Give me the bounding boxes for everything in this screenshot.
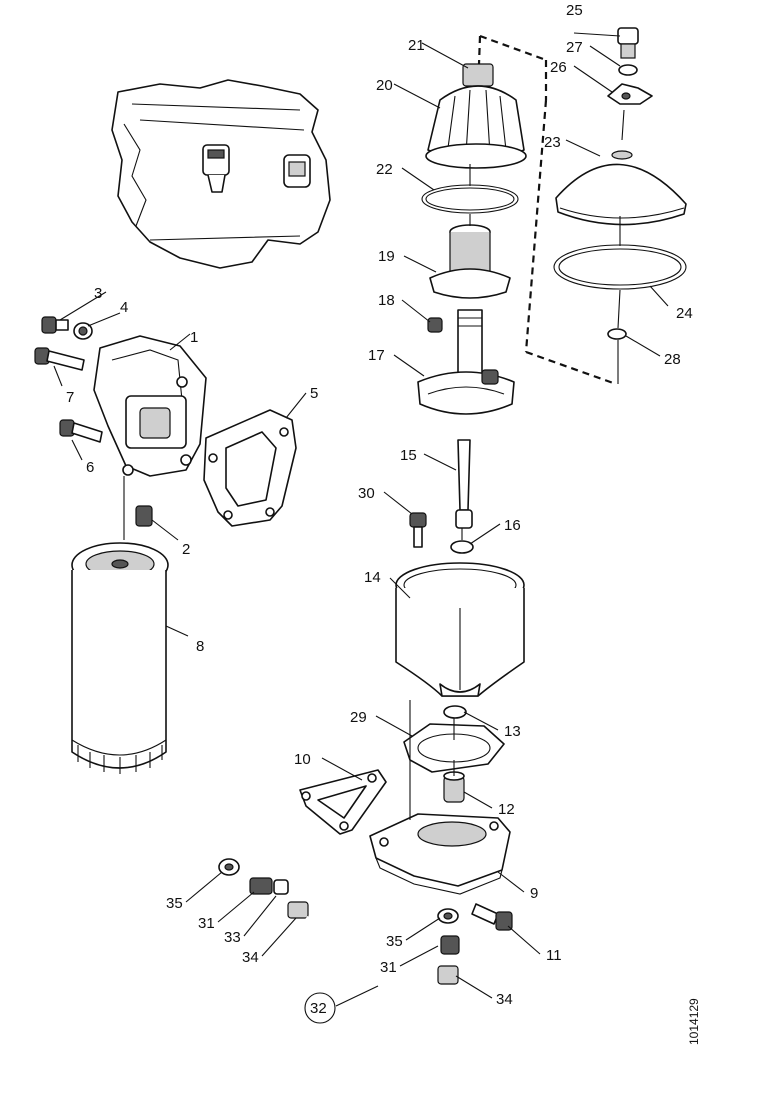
- gasket-29-part: [403, 723, 505, 773]
- callout-23: 23: [544, 134, 561, 151]
- filter-bracket-part: [93, 335, 207, 477]
- callout-32-circle: [304, 992, 336, 1024]
- callout-19: 19: [378, 248, 395, 265]
- callout-30: 30: [358, 485, 375, 502]
- washer-4-part: [73, 322, 93, 340]
- cover-20-part: [425, 85, 527, 169]
- washer-35-left-part: [218, 858, 240, 876]
- callout-6: 6: [86, 459, 94, 476]
- housing-9-part: [369, 813, 511, 895]
- callout-10: 10: [294, 751, 311, 768]
- callout-34-left: 34: [242, 949, 259, 966]
- callout-31-right: 31: [380, 959, 397, 976]
- engine-overview-illustration: [111, 79, 331, 269]
- bolt-11-part: [471, 903, 513, 931]
- callout-7: 7: [66, 389, 74, 406]
- seal-16-part: [450, 540, 474, 554]
- rotor-19-part: [429, 224, 511, 299]
- callout-4: 4: [120, 299, 128, 316]
- callout-2: 2: [182, 541, 190, 558]
- cover-23-part: [555, 150, 687, 226]
- union-31-right-part: [440, 935, 460, 955]
- axis-line-right: [617, 109, 625, 384]
- callout-35-right: 35: [386, 933, 403, 950]
- screw-30-part: [409, 512, 427, 548]
- connector-12-part: [443, 771, 465, 803]
- callout-5: 5: [310, 385, 318, 402]
- callout-14: 14: [364, 569, 381, 586]
- seal-13-part: [443, 705, 467, 719]
- callout-8: 8: [196, 638, 204, 655]
- clip-28-part: [607, 328, 627, 340]
- oil-filter-8-part: [71, 542, 169, 774]
- callout-leaders: [53, 32, 669, 1007]
- callout-24: 24: [676, 305, 693, 322]
- callout-35-left: 35: [166, 895, 183, 912]
- callout-34-right: 34: [496, 991, 513, 1008]
- callout-33: 33: [224, 929, 241, 946]
- nipple-2-part: [135, 505, 153, 527]
- gasket-10-part: [299, 769, 387, 835]
- callout-25: 25: [566, 2, 583, 19]
- drawing-reference-code: 1014129: [687, 998, 701, 1045]
- o-ring-24-part: [553, 244, 687, 290]
- fitting-34-left-part: [287, 901, 309, 919]
- bolt-3-part: [41, 316, 69, 334]
- callout-27: 27: [566, 39, 583, 56]
- washer-35-right-part: [437, 908, 459, 924]
- callout-32: 32: [310, 1000, 327, 1017]
- union-31-left-part: [249, 877, 273, 895]
- callout-16: 16: [504, 517, 521, 534]
- callout-11: 11: [546, 947, 562, 964]
- callout-1: 1: [190, 329, 198, 346]
- callout-labels: 3 4 1 5 7 6 2 8 21 20 22 19 18 17 15 30 …: [66, 2, 693, 1024]
- callout-3: 3: [94, 285, 102, 302]
- callout-22: 22: [376, 161, 393, 178]
- callout-12: 12: [498, 801, 515, 818]
- callout-15: 15: [400, 447, 417, 464]
- callout-18: 18: [378, 292, 395, 309]
- washer-27-part: [618, 64, 638, 76]
- spindle-15-part: [455, 439, 473, 529]
- callout-21: 21: [408, 37, 425, 54]
- callout-20: 20: [376, 77, 393, 94]
- callout-13: 13: [504, 723, 521, 740]
- o-ring-22-part: [421, 184, 519, 214]
- callout-9: 9: [530, 885, 538, 902]
- clamp-26-part: [607, 83, 653, 105]
- bolt-7-part: [34, 347, 85, 371]
- bolt-6-part: [59, 419, 103, 443]
- callout-29: 29: [350, 709, 367, 726]
- oil-pipe-32-part: [304, 915, 449, 1046]
- fitting-34-right-part: [437, 965, 459, 985]
- base-17-part: [417, 309, 515, 415]
- bolt-25-part: [617, 27, 639, 59]
- callout-26: 26: [550, 59, 567, 76]
- axis-line-center: [409, 164, 471, 820]
- callout-31-left: 31: [198, 915, 215, 932]
- callout-28: 28: [664, 351, 681, 368]
- gasket-5-part: [203, 409, 297, 527]
- nut-33-part: [273, 879, 289, 895]
- screw-18-part: [427, 317, 443, 333]
- assembly-outline: [476, 34, 617, 386]
- callout-17: 17: [368, 347, 385, 364]
